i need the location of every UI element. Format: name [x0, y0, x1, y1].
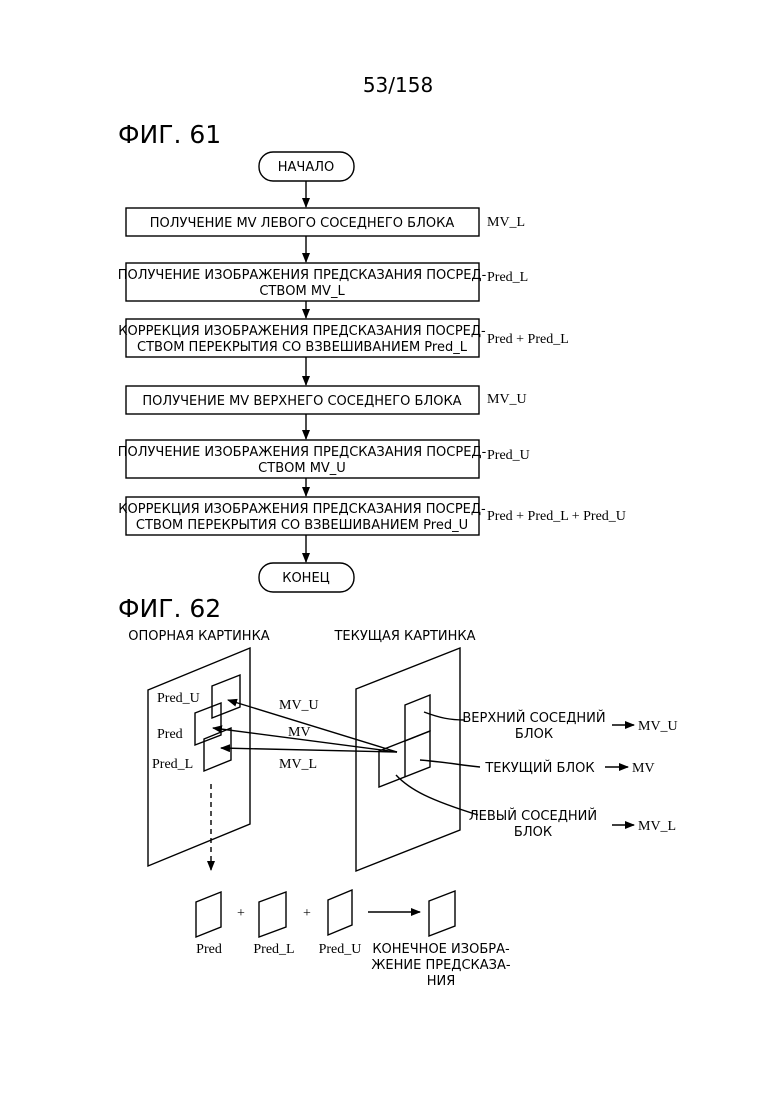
mv-u-label: MV_U — [279, 698, 319, 713]
step-3-text-line1: КОРРЕКЦИЯ ИЗОБРАЖЕНИЯ ПРЕДСКАЗАНИЯ ПОСРЕ… — [118, 324, 486, 339]
step-1-text: ПОЛУЧЕНИЕ MV ЛЕВОГО СОСЕДНЕГО БЛОКА — [150, 216, 455, 231]
step-3-side-label: Pred + Pred_L — [487, 332, 569, 347]
current-picture-frame — [356, 648, 460, 871]
step-4-side-label: MV_U — [487, 392, 527, 407]
step-4-text: ПОЛУЧЕНИЕ MV ВЕРХНЕГО СОСЕДНЕГО БЛОКА — [142, 394, 461, 409]
mv-label: MV — [288, 725, 311, 740]
final-prediction-label-line3: НИЯ — [427, 974, 456, 989]
step-6-text-line2: СТВОМ ПЕРЕКРЫТИЯ СО ВЗВЕШИВАНИЕМ Pred_U — [136, 518, 468, 533]
current-block-leader — [420, 760, 480, 767]
bottom-pred-u-block — [328, 890, 352, 935]
plus-sign-2: + — [303, 906, 311, 921]
fig61-title: ФИГ. 61 — [118, 120, 221, 149]
left-neighbor-label-line2: БЛОК — [514, 825, 552, 840]
left-neighbor-leader — [396, 775, 478, 815]
step-2-text-line1: ПОЛУЧЕНИЕ ИЗОБРАЖЕНИЯ ПРЕДСКАЗАНИЯ ПОСРЕ… — [118, 268, 487, 283]
step-1-side-label: MV_L — [487, 215, 525, 230]
step-6-text-line1: КОРРЕКЦИЯ ИЗОБРАЖЕНИЯ ПРЕДСКАЗАНИЯ ПОСРЕ… — [118, 502, 486, 517]
step-2-text-line2: СТВОМ MV_L — [259, 284, 345, 299]
bottom-pred-l-block — [259, 892, 286, 937]
bottom-pred-block — [196, 892, 221, 937]
final-prediction-label-line1: КОНЕЧНОЕ ИЗОБРА- — [372, 942, 510, 957]
pred-l-block — [204, 728, 231, 771]
pred-u-block — [212, 675, 240, 718]
current-block-label: ТЕКУЩИЙ БЛОК — [484, 760, 594, 776]
step-6-side-label: Pred + Pred_L + Pred_U — [487, 509, 626, 524]
step-2-side-label: Pred_L — [487, 270, 528, 285]
step-5-text-line2: СТВОМ MV_U — [258, 461, 346, 476]
upper-neighbor-block — [405, 695, 430, 741]
ref-pred-l-label: Pred_L — [152, 757, 193, 772]
plus-sign-1: + — [237, 906, 245, 921]
step-3-text-line2: СТВОМ ПЕРЕКРЫТИЯ СО ВЗВЕШИВАНИЕМ Pred_L — [137, 340, 468, 355]
pred-block — [195, 703, 221, 745]
step-5-text-line1: ПОЛУЧЕНИЕ ИЗОБРАЖЕНИЯ ПРЕДСКАЗАНИЯ ПОСРЕ… — [118, 445, 487, 460]
bottom-pred-l-label: Pred_L — [253, 942, 294, 957]
upper-neighbor-label-line2: БЛОК — [515, 727, 553, 742]
final-prediction-block — [429, 891, 455, 936]
fig62-title: ФИГ. 62 — [118, 594, 221, 623]
mv-l-label: MV_L — [279, 757, 317, 772]
start-label: НАЧАЛО — [278, 160, 334, 175]
current-picture-label: ТЕКУЩАЯ КАРТИНКА — [333, 629, 475, 644]
reference-picture-label: ОПОРНАЯ КАРТИНКА — [128, 629, 270, 644]
left-neighbor-label-line1: ЛЕВЫЙ СОСЕДНИЙ — [469, 808, 597, 824]
left-mv-label: MV_L — [638, 819, 676, 834]
step-5-side-label: Pred_U — [487, 448, 530, 463]
ref-pred-label: Pred — [157, 727, 183, 742]
fig62-diagram — [148, 648, 634, 937]
upper-mv-label: MV_U — [638, 719, 678, 734]
page-number: 53/158 — [363, 73, 433, 97]
end-label: КОНЕЦ — [282, 571, 330, 586]
current-mv-label: MV — [632, 761, 655, 776]
upper-neighbor-label-line1: ВЕРХНИЙ СОСЕДНИЙ — [462, 710, 605, 726]
final-prediction-label-line2: ЖЕНИЕ ПРЕДСКАЗА- — [371, 958, 510, 973]
bottom-pred-label: Pred — [196, 942, 222, 957]
ref-pred-u-label: Pred_U — [157, 691, 200, 706]
bottom-pred-u-label: Pred_U — [319, 942, 362, 957]
